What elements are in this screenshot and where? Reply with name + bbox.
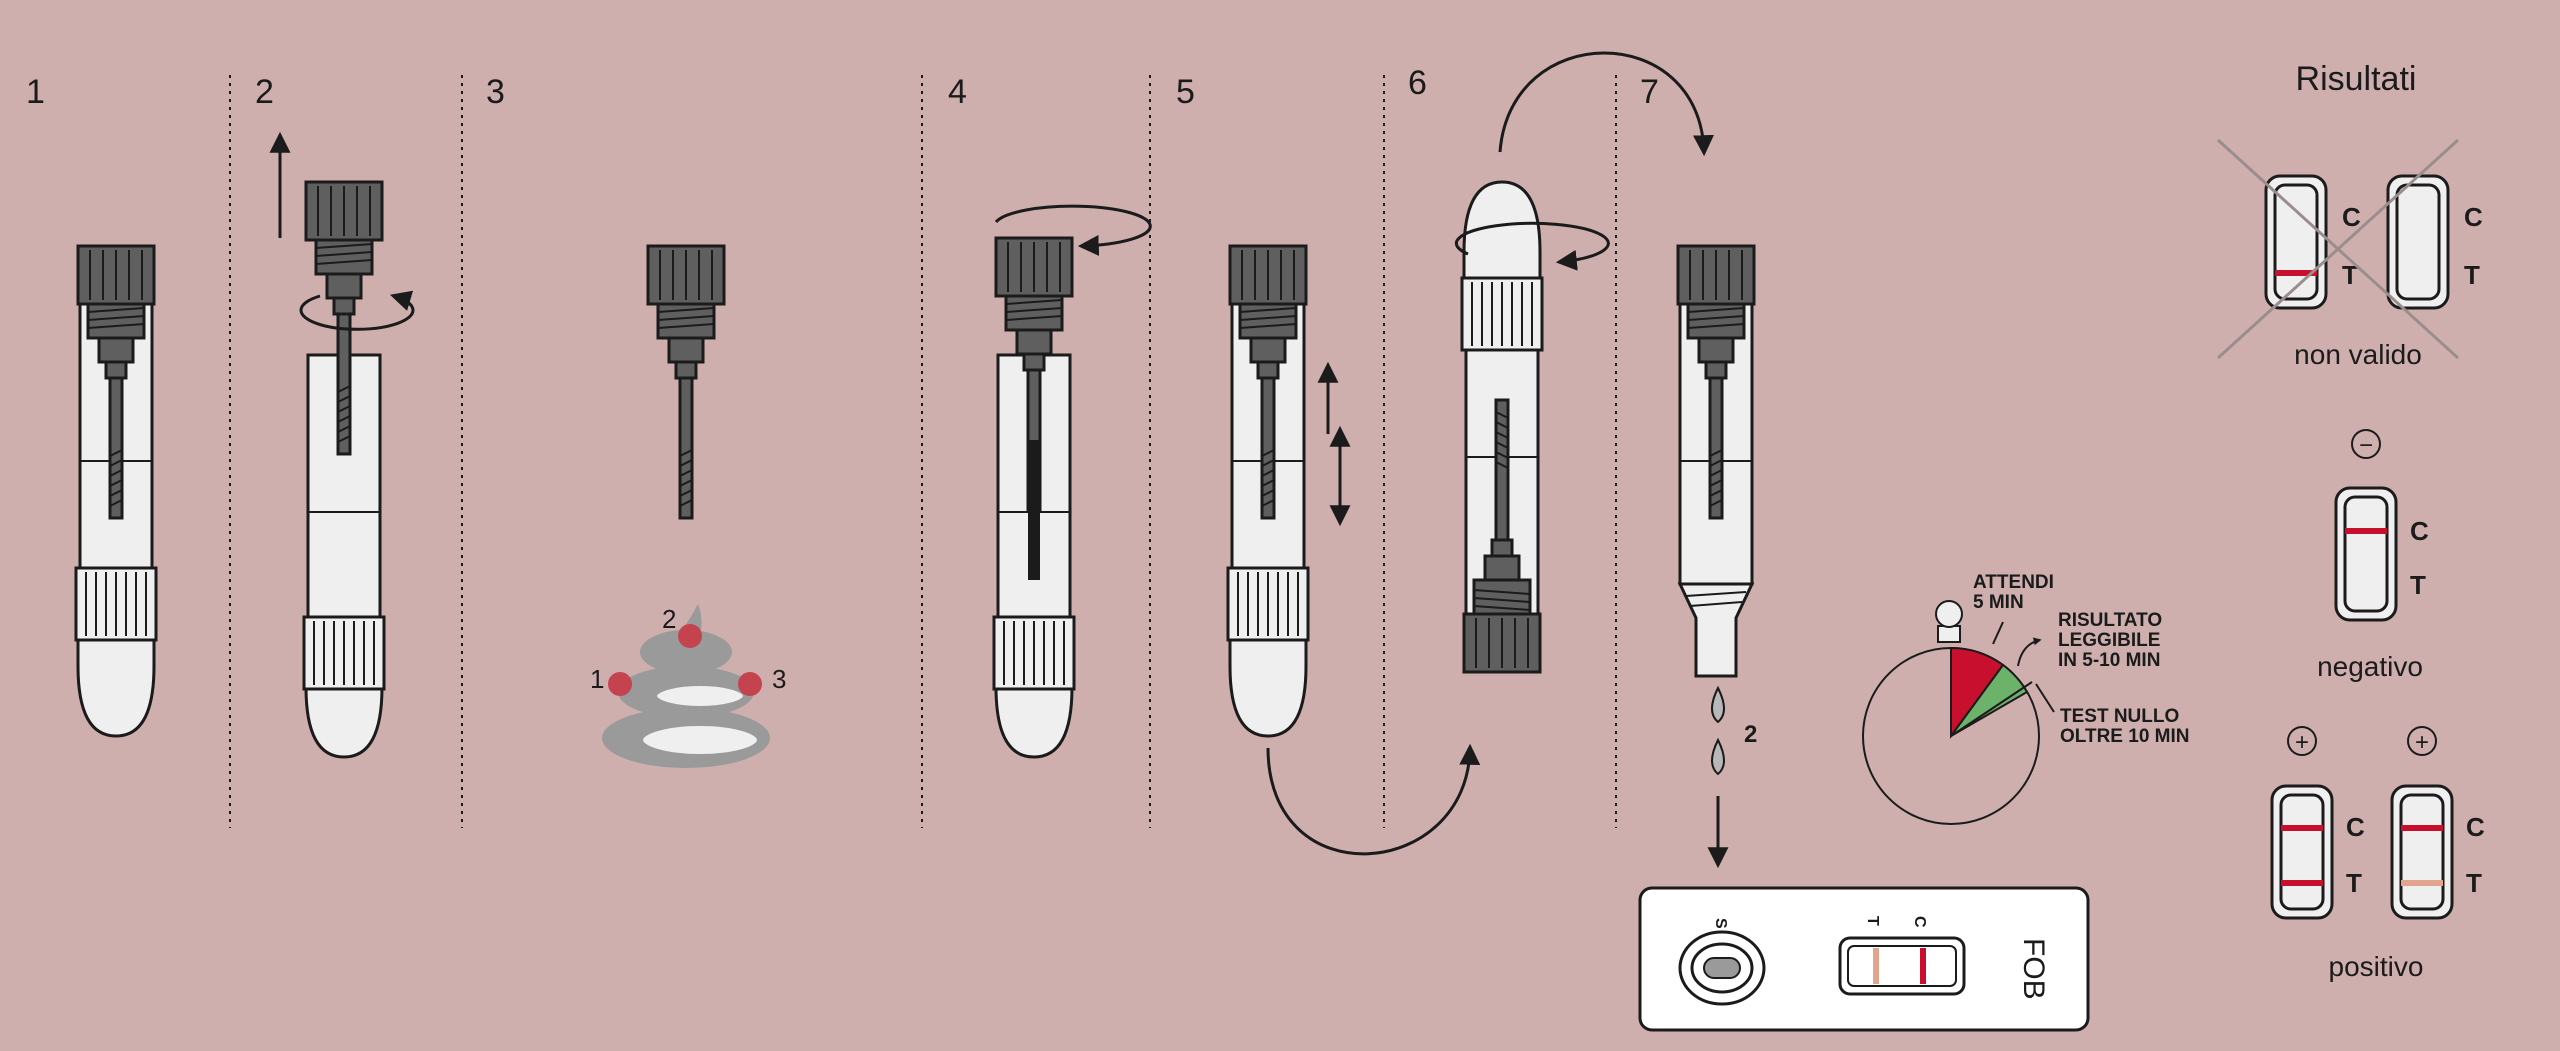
control-line-only-t xyxy=(2275,270,2317,276)
sample-points: 1 2 3 xyxy=(590,604,786,696)
step-number-7: 7 xyxy=(1640,73,1659,111)
sample-on-rod xyxy=(1028,440,1040,580)
step-3-sampling: 1 2 3 xyxy=(590,244,786,768)
twist-arrow xyxy=(994,204,1152,256)
timer-readable-line-2: LEGGIBILE xyxy=(2058,630,2160,651)
step-number-5: 5 xyxy=(1176,73,1195,111)
twist-arrow xyxy=(1454,221,1610,271)
readable-sector xyxy=(1950,663,2029,737)
timer-null-line-1: TEST NULLO xyxy=(2060,706,2179,727)
plus-sign: + xyxy=(2415,729,2429,756)
step-dividers xyxy=(229,75,1617,828)
control-line xyxy=(2401,825,2443,831)
step-6-inverted-tube xyxy=(1462,182,1542,672)
positive-label: positivo xyxy=(2329,951,2424,982)
control-line xyxy=(2281,825,2323,831)
test-line-faint xyxy=(1873,948,1879,984)
test-cassette: S T C FOB xyxy=(1638,886,2090,1032)
result-positive: + + C T C T positivo xyxy=(2270,726,2485,982)
result-negative: − C T negativo xyxy=(2317,429,2429,682)
positive-c-label: C xyxy=(2346,812,2365,842)
negative-label: negativo xyxy=(2317,651,2423,682)
drops-count: 2 xyxy=(1744,721,1757,748)
sample-point-2: 2 xyxy=(662,604,676,634)
invalid-t-label-2: T xyxy=(2464,260,2480,290)
timer-wait-line-1: ATTENDI xyxy=(1973,572,2054,593)
sample-label: S xyxy=(1712,918,1729,929)
invalid-label: non valido xyxy=(2294,339,2422,370)
test-line-faint xyxy=(2401,880,2443,886)
minus-icon xyxy=(2351,429,2381,459)
flip-arrow xyxy=(1498,51,1714,157)
positive-t-label-2: T xyxy=(2466,868,2482,898)
step-7-dispense: 2 xyxy=(1676,244,1757,869)
sample-point-3: 3 xyxy=(772,664,786,694)
invalid-c-label: C xyxy=(2342,202,2361,232)
step-2-open-tube xyxy=(269,131,415,757)
invalid-c-label-2: C xyxy=(2464,202,2483,232)
step-numbers: 1 2 3 4 5 6 7 xyxy=(26,64,1659,111)
step-number-2: 2 xyxy=(255,73,274,111)
plus-icon xyxy=(2287,726,2317,756)
step-number-6: 6 xyxy=(1408,64,1427,102)
cassette-t-label: T xyxy=(1864,916,1881,926)
cassette-name: FOB xyxy=(2017,938,2050,1000)
positive-c-label-2: C xyxy=(2466,812,2485,842)
step-number-4: 4 xyxy=(948,73,967,111)
results-panel: Risultati C T C T non valido − C T negat… xyxy=(2216,60,2485,982)
timer-readable-line-3: IN 5-10 MIN xyxy=(2058,650,2160,671)
timer-readable-line-1: RISULTATO xyxy=(2058,610,2162,631)
negative-c-label: C xyxy=(2410,516,2429,546)
cassette-c-label: C xyxy=(1911,916,1928,928)
plus-sign: + xyxy=(2295,729,2309,756)
sample-point-1: 1 xyxy=(590,664,604,694)
timer-wait-line-2: 5 MIN xyxy=(1973,592,2024,613)
test-line xyxy=(2281,880,2323,886)
step-number-1: 1 xyxy=(26,73,45,111)
results-title: Risultati xyxy=(2296,60,2417,98)
timer-null-line-2: OLTRE 10 MIN xyxy=(2060,726,2190,747)
positive-t-label: T xyxy=(2346,868,2362,898)
plus-icon xyxy=(2407,726,2437,756)
drop-icon xyxy=(1711,685,1725,776)
step-number-3: 3 xyxy=(486,73,505,111)
step-5-shake xyxy=(1228,246,1481,856)
control-line xyxy=(2345,528,2387,534)
timer: ATTENDI 5 MIN RISULTATO LEGGIBILE IN 5-1… xyxy=(1862,572,2190,825)
invalid-t-label: T xyxy=(2342,260,2358,290)
result-invalid: C T C T non valido xyxy=(2216,138,2483,370)
minus-sign: − xyxy=(2359,432,2373,459)
twist-arrow xyxy=(299,290,415,331)
cap-with-rod xyxy=(646,244,726,520)
control-line xyxy=(1920,948,1926,984)
stool-icon xyxy=(602,604,770,768)
negative-t-label: T xyxy=(2410,570,2426,600)
step-1-closed-tube xyxy=(76,246,156,736)
flip-arrow xyxy=(1266,743,1481,856)
step-4-close-tube xyxy=(994,204,1152,757)
